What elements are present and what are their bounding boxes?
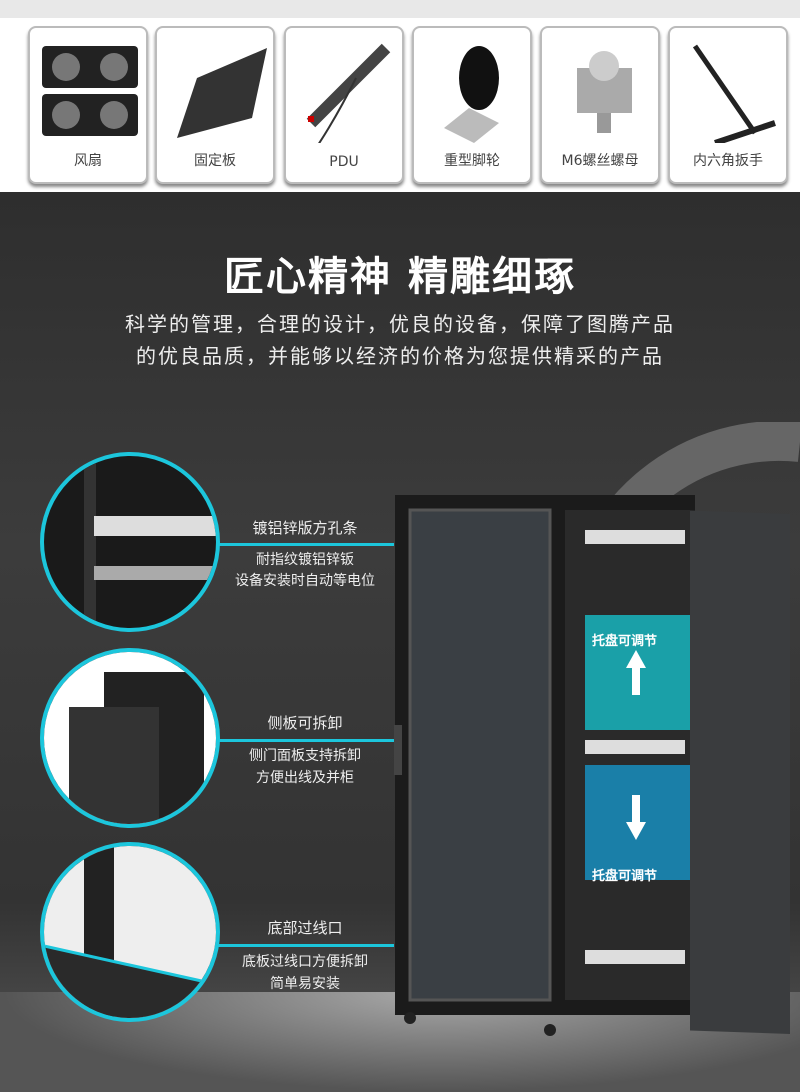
callout-line (218, 543, 394, 546)
accessory-card-fan: 风扇 (28, 26, 148, 184)
accessory-card-shelf: 固定板 (155, 26, 275, 184)
accessory-label: M6螺丝螺母 (561, 153, 639, 169)
accessory-label: 内六角扳手 (693, 153, 763, 169)
shelf-icon (167, 38, 267, 143)
callout-line (218, 739, 394, 742)
pdu-icon (296, 38, 396, 149)
detail-circle-rail (40, 452, 220, 632)
accessory-card-screw: M6螺丝螺母 (540, 26, 660, 184)
feature-desc: 侧门面板支持拆卸 (249, 748, 361, 764)
feature-heading: 镀铝锌版方孔条 (252, 519, 358, 537)
server-cabinet (394, 495, 790, 1036)
accessory-label: 固定板 (194, 153, 236, 169)
tray-adjustable-label-down: 托盘可调节 (592, 869, 658, 884)
feature-desc: 耐指纹镀铝锌钣 (256, 552, 354, 568)
subtitle-line: 科学的管理，合理的设计，优良的设备，保障了图腾产品 (125, 312, 675, 336)
tray-adjustable-label-up: 托盘可调节 (592, 634, 658, 649)
subtitle-line: 的优良品质，并能够以经济的价格为您提供精采的产品 (136, 344, 664, 368)
accessory-label: 风扇 (74, 153, 102, 169)
feature-desc: 方便出线及并柜 (256, 770, 354, 786)
callout-line (218, 944, 394, 947)
feature-desc: 简单易安装 (270, 976, 340, 992)
feature-heading: 底部过线口 (267, 919, 343, 937)
screw-nut-icon (552, 38, 652, 143)
feature-desc: 设备安装时自动等电位 (235, 573, 375, 589)
hex-wrench-icon (680, 38, 780, 146)
accessory-card-caster: 重型脚轮 (412, 26, 532, 184)
page-title: 匠心精神 精雕细琢 (224, 254, 576, 300)
accessory-card-pdu: PDU (284, 26, 404, 184)
feature-heading: 侧板可拆卸 (267, 714, 343, 732)
caster-icon (424, 38, 524, 143)
accessories-band: 风扇 固定板 PDU 重型脚轮 M6螺丝螺母 内六角扳手 (0, 0, 800, 192)
accessory-label: PDU (329, 154, 359, 170)
accessory-label: 重型脚轮 (444, 153, 500, 169)
detail-circle-cable-entry (40, 842, 220, 1022)
accessory-card-wrench: 内六角扳手 (668, 26, 788, 184)
feature-desc: 底板过线口方便拆卸 (242, 954, 368, 970)
fan-icon (40, 38, 140, 143)
detail-circle-side-panel (40, 648, 220, 828)
